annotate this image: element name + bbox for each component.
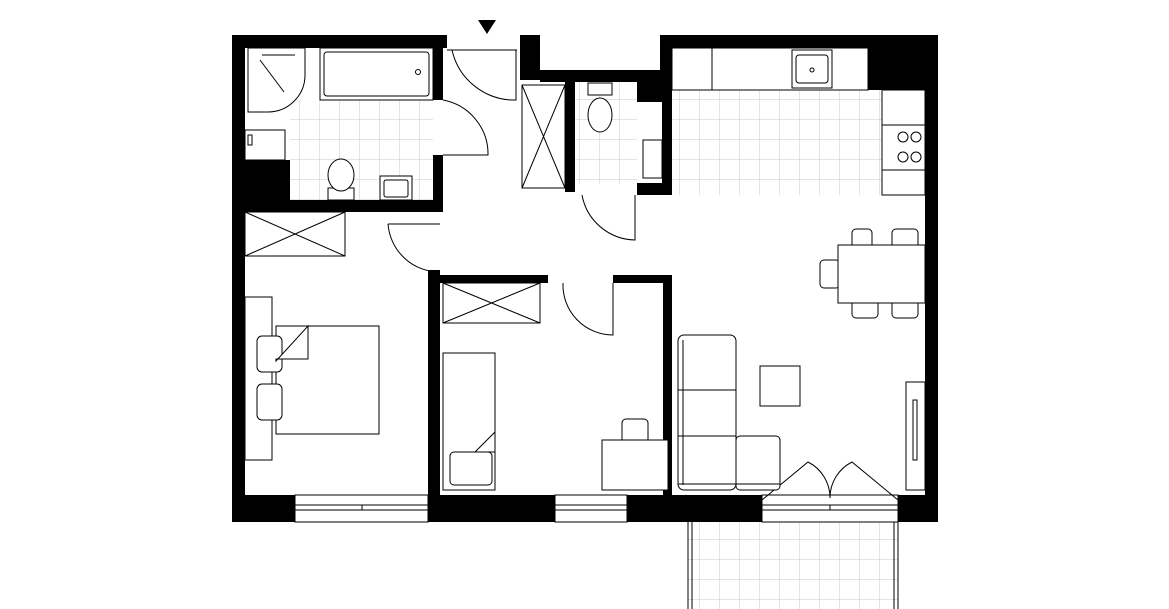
- tv-stand: [905, 381, 926, 491]
- desk: [601, 418, 669, 491]
- bedroom-1-door: [387, 223, 441, 273]
- kitchen-floor: [672, 90, 882, 195]
- bathroom-door: [442, 99, 489, 156]
- washing-machine-icon: [244, 129, 286, 161]
- shower-icon: [247, 47, 306, 113]
- bathtub-icon: [319, 47, 434, 101]
- entrance-triangle-icon: [478, 20, 496, 34]
- kitchen-sink-icon: [791, 49, 833, 89]
- wc-toilet-icon: [587, 82, 613, 133]
- single-bed: [442, 352, 496, 491]
- hallway-wardrobe: [521, 84, 566, 189]
- balcony-door: [761, 461, 899, 501]
- doors[interactable]: [387, 99, 899, 501]
- windows: [294, 494, 899, 523]
- stove-icon: [881, 124, 926, 171]
- wc-door: [581, 194, 636, 241]
- balcony: [687, 522, 899, 609]
- sofa: [677, 334, 781, 491]
- coffee-table: [759, 365, 801, 407]
- wc-sink-icon: [642, 139, 663, 179]
- toilet-icon: [327, 158, 355, 201]
- dining-table: [819, 228, 926, 319]
- sink-icon: [379, 175, 413, 201]
- bedroom-2-door: [562, 282, 614, 336]
- entrance-door[interactable]: [447, 49, 517, 101]
- walls: [232, 35, 938, 522]
- double-bed: [244, 296, 380, 461]
- wc-floor: [575, 82, 637, 184]
